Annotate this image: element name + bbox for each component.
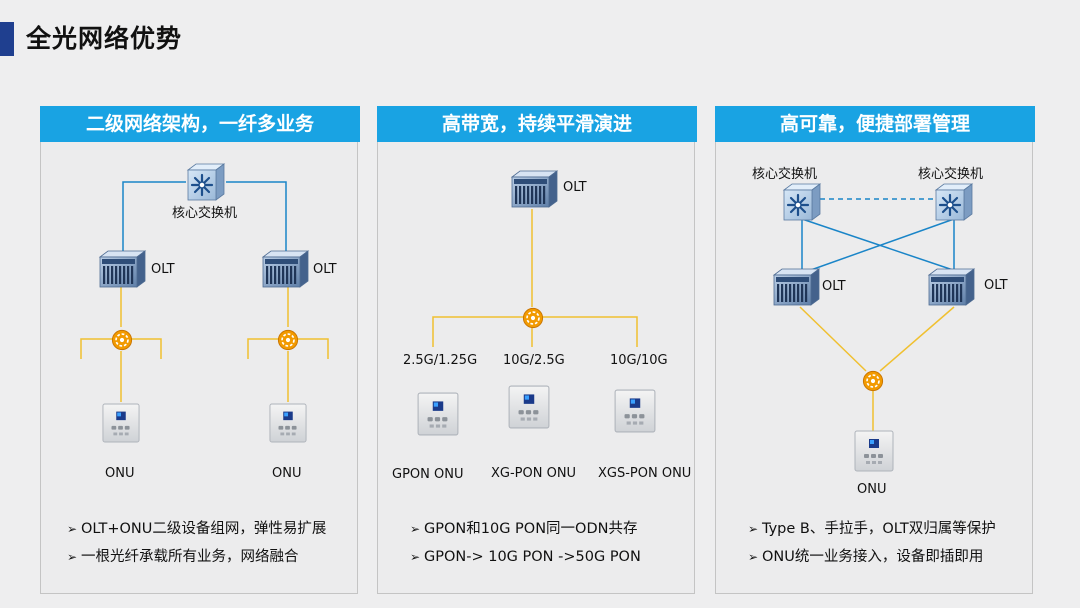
panel-high-reliability: 高可靠，便捷部署管理 核心交换机 核心交换机 OLT OLT ONU ➢Type…: [715, 106, 1035, 594]
olt-label: OLT: [151, 262, 175, 277]
olt-label: OLT: [313, 262, 337, 277]
bullet-item: ➢OLT+ONU二级设备组网，弹性易扩展: [67, 515, 326, 543]
olt-icon: [97, 249, 149, 289]
fiber-lines: [799, 306, 955, 432]
core-switch-label: 核心交换机: [172, 206, 238, 221]
panel-header: 二级网络架构，一纤多业务: [40, 106, 360, 142]
bullet-item: ➢Type B、手拉手，OLT双归属等保护: [748, 515, 996, 543]
bullet-list: ➢Type B、手拉手，OLT双归属等保护 ➢ONU统一业务接入，设备即插即用: [748, 515, 996, 571]
onu-device-icon: [614, 389, 656, 433]
optical-splitter-icon: [522, 307, 544, 329]
onu-label: ONU: [105, 466, 135, 481]
bullet-item: ➢ONU统一业务接入，设备即插即用: [748, 543, 996, 571]
page-title: 全光网络优势: [26, 24, 183, 53]
onu-device-icon: [102, 403, 140, 443]
core-switch-label: 核心交换机: [918, 167, 984, 182]
onu-device-icon: [508, 385, 550, 429]
rate-label: 2.5G/1.25G: [403, 353, 478, 368]
switch-olt-links: [122, 181, 287, 255]
olt-icon: [771, 267, 823, 307]
olt-label: OLT: [563, 180, 587, 195]
onu-label: XG-PON ONU: [491, 466, 577, 481]
core-switch-label: 核心交换机: [752, 167, 818, 182]
switch-olt-links: [801, 218, 957, 272]
optical-splitter-icon: [111, 329, 133, 351]
bullet-item: ➢GPON-> 10G PON ->50G PON: [410, 543, 641, 571]
onu-device-icon: [854, 430, 894, 472]
onu-label: XGS-PON ONU: [598, 466, 692, 481]
arrow-bullet-icon: ➢: [67, 550, 78, 564]
bullet-list: ➢GPON和10G PON同一ODN共存 ➢GPON-> 10G PON ->5…: [410, 515, 641, 571]
olt-icon: [260, 249, 312, 289]
olt-label: OLT: [822, 279, 846, 294]
onu-label: ONU: [272, 466, 302, 481]
olt-icon: [509, 169, 561, 209]
core-switch-icon: [780, 181, 824, 221]
arrow-bullet-icon: ➢: [67, 522, 78, 536]
arrow-bullet-icon: ➢: [410, 522, 421, 536]
arrow-bullet-icon: ➢: [748, 550, 759, 564]
panel-high-bandwidth: 高带宽，持续平滑演进 OLT 2.5G/1.25G 10G/2.5G 10G/1…: [377, 106, 697, 594]
arrow-bullet-icon: ➢: [410, 550, 421, 564]
onu-device-icon: [269, 403, 307, 443]
panel-header: 高带宽，持续平滑演进: [377, 106, 697, 142]
olt-icon: [926, 267, 978, 307]
rate-label: 10G/10G: [610, 353, 668, 368]
bullet-item: ➢GPON和10G PON同一ODN共存: [410, 515, 641, 543]
rate-label: 10G/2.5G: [503, 353, 565, 368]
onu-label: GPON ONU: [392, 467, 464, 482]
core-switch-icon: [932, 181, 976, 221]
optical-splitter-icon: [277, 329, 299, 351]
core-switch-icon: [184, 161, 228, 201]
panel-header: 高可靠，便捷部署管理: [715, 106, 1035, 142]
optical-splitter-icon: [862, 370, 884, 392]
olt-label: OLT: [984, 278, 1008, 293]
onu-device-icon: [417, 392, 459, 436]
title-accent-bar: [0, 22, 14, 56]
onu-label: ONU: [857, 482, 887, 497]
panel-two-level-architecture: 二级网络架构，一纤多业务 核心交换机 OLT OLT ONU ONU ➢OLT+…: [40, 106, 360, 594]
arrow-bullet-icon: ➢: [748, 522, 759, 536]
bullet-item: ➢一根光纤承载所有业务，网络融合: [67, 543, 326, 571]
bullet-list: ➢OLT+ONU二级设备组网，弹性易扩展 ➢一根光纤承载所有业务，网络融合: [67, 515, 326, 571]
reliability-diagram: [799, 198, 957, 432]
